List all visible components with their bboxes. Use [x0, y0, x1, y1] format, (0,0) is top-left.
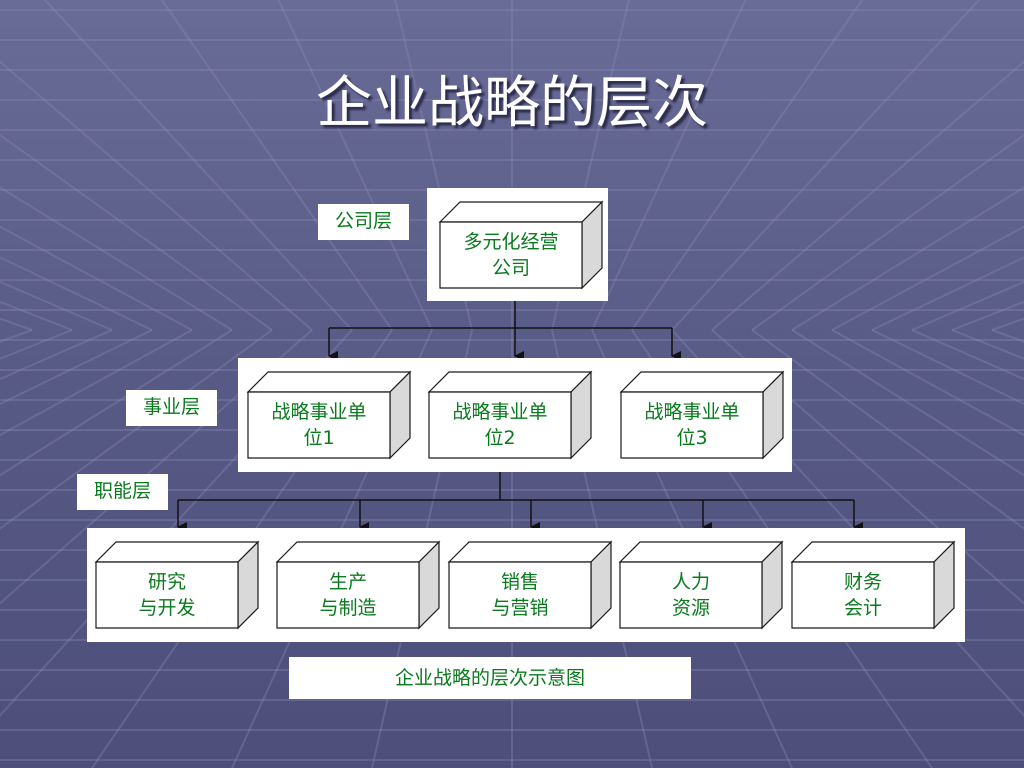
box-3d-outline: [618, 540, 784, 630]
box-3d-outline: [246, 370, 412, 460]
box-label-line1: 战略事业单: [452, 401, 548, 423]
box-label-line2: 会计: [843, 597, 882, 619]
box-label-line2: 位2: [484, 427, 516, 449]
box-label-line2: 与制造: [319, 597, 377, 619]
function-box-sales: 销售 与营销: [447, 540, 613, 630]
box-label-line2: 与开发: [138, 597, 196, 619]
box-label-line1: 生产: [328, 571, 367, 593]
level-label-business: 事业层: [126, 390, 217, 426]
box-3d-outline: [619, 370, 785, 460]
box-label: 财务 会计: [792, 562, 934, 628]
function-box-production: 生产 与制造: [275, 540, 441, 630]
box-label: 生产 与制造: [277, 562, 419, 628]
box-label-line2: 位1: [303, 427, 335, 449]
corporate-box: 多元化经营 公司: [438, 200, 604, 290]
box-label: 人力 资源: [620, 562, 762, 628]
box-label-line1: 战略事业单: [271, 401, 367, 423]
box-3d-outline: [790, 540, 956, 630]
box-label: 多元化经营 公司: [440, 222, 582, 288]
box-label-line1: 研究: [147, 571, 186, 593]
function-box-research: 研究 与开发: [94, 540, 260, 630]
function-box-finance: 财务 会计: [790, 540, 956, 630]
box-label-line2: 位3: [676, 427, 708, 449]
box-3d-outline: [447, 540, 613, 630]
box-label: 战略事业单 位2: [429, 392, 571, 458]
box-3d-outline: [275, 540, 441, 630]
diagram-caption: 企业战略的层次示意图: [289, 657, 691, 699]
level-label-functional: 职能层: [77, 474, 168, 510]
slide-title: 企业战略的层次: [316, 71, 708, 136]
box-label-line2: 公司: [491, 257, 530, 279]
box-label-line1: 财务: [843, 571, 882, 593]
level-label-corporate: 公司层: [318, 204, 409, 240]
box-label: 研究 与开发: [96, 562, 238, 628]
box-label: 战略事业单 位1: [248, 392, 390, 458]
box-label: 销售 与营销: [449, 562, 591, 628]
box-3d-outline: [94, 540, 260, 630]
box-label-line1: 多元化经营: [463, 231, 559, 253]
business-box-1: 战略事业单 位1: [246, 370, 412, 460]
box-label-line1: 人力: [671, 571, 710, 593]
function-box-hr: 人力 资源: [618, 540, 784, 630]
box-label-line1: 销售: [500, 571, 539, 593]
box-3d-outline: [427, 370, 593, 460]
box-label: 战略事业单 位3: [621, 392, 763, 458]
box-label-line2: 与营销: [491, 597, 549, 619]
box-label-line1: 战略事业单: [644, 401, 740, 423]
box-3d-outline: [438, 200, 604, 290]
business-box-3: 战略事业单 位3: [619, 370, 785, 460]
box-label-line2: 资源: [671, 597, 710, 619]
business-box-2: 战略事业单 位2: [427, 370, 593, 460]
